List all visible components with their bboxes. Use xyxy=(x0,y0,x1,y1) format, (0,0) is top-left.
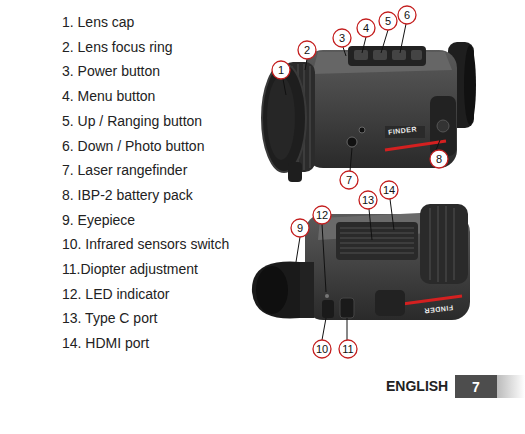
callout-number: 7 xyxy=(346,174,352,186)
callout-number: 8 xyxy=(436,153,442,165)
callout-number: 4 xyxy=(363,22,369,34)
footer-band xyxy=(497,375,525,398)
part-list-item: 13. Type C port xyxy=(62,310,157,326)
part-list-item: 12. LED indicator xyxy=(62,286,169,302)
callout-number: 9 xyxy=(297,222,303,234)
part-list-item: 5. Up / Ranging button xyxy=(62,113,202,129)
callout-number: 11 xyxy=(342,343,353,355)
leader-lines xyxy=(283,24,440,340)
part-list-item: 1. Lens cap xyxy=(62,14,134,30)
front-view xyxy=(262,42,476,182)
page-number-box: 7 xyxy=(455,375,497,398)
part-list-item: 9. Eyepiece xyxy=(62,212,135,228)
part-list-item: 6. Down / Photo button xyxy=(62,138,204,154)
part-list-item: 14. HDMI port xyxy=(62,335,149,351)
rear-view xyxy=(252,204,470,320)
part-list-item: 3. Power button xyxy=(62,63,160,79)
callout-number: 12 xyxy=(316,209,328,221)
callout-number: 13 xyxy=(362,194,374,206)
language-label: ENGLISH xyxy=(386,378,448,394)
part-list-item: 4. Menu button xyxy=(62,88,155,104)
part-list-item: 8. IBP-2 battery pack xyxy=(62,187,193,203)
part-list-item: 10. Infrared sensors switch xyxy=(62,236,229,252)
callout-number: 3 xyxy=(339,32,345,44)
callout-number: 10 xyxy=(316,343,328,355)
callout-circles xyxy=(272,6,448,358)
callout-number: 5 xyxy=(385,15,391,27)
callout-number: 14 xyxy=(383,184,395,196)
callout-number: 2 xyxy=(304,44,310,56)
part-list-item: 11.Diopter adjustment xyxy=(62,261,198,277)
callout-number: 1 xyxy=(278,64,284,76)
page-number: 7 xyxy=(472,379,480,395)
callout-number: 6 xyxy=(404,9,410,21)
part-list-item: 7. Laser rangefinder xyxy=(62,162,187,178)
part-list-item: 2. Lens focus ring xyxy=(62,39,173,55)
